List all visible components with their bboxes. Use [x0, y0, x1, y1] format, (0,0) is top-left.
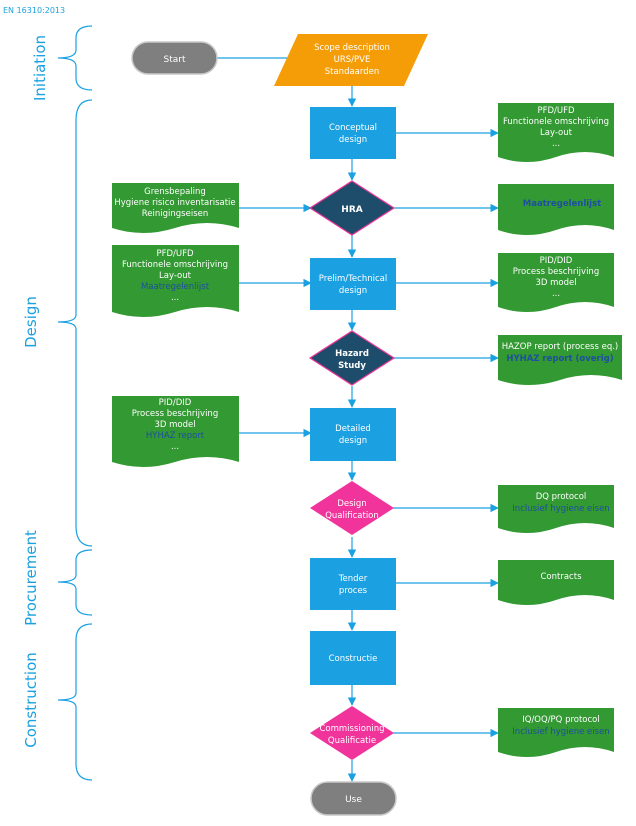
start-terminator: [131, 41, 218, 75]
doc-hra-in-1: Grensbepaling: [144, 187, 206, 197]
doc-conceptual-out: [498, 103, 614, 162]
doc-comm-out-1: IQ/OQ/PQ protocol: [522, 715, 600, 725]
tender-box: [310, 558, 396, 610]
dq-line-2: Qualification: [325, 511, 379, 521]
prelim-design-box: [310, 258, 396, 310]
doc-prelim-in-4: Maatregelenlijst: [141, 282, 210, 292]
detailed-design-box: [310, 408, 396, 461]
standard-label: EN 16310:2013: [3, 6, 65, 15]
detailed-line-2: design: [339, 436, 367, 446]
doc-conceptual-out-4: ...: [552, 139, 560, 149]
prelim-line-1: Prelim/Technical: [319, 274, 387, 284]
commissioning-decision: [310, 706, 394, 760]
doc-dq-out: [498, 485, 614, 533]
doc-hra-out: [498, 184, 614, 235]
doc-detailed-in-1: PID/DID: [159, 398, 192, 408]
phase-construction: Construction: [22, 652, 40, 748]
doc-hazard-out: [498, 335, 622, 385]
constructie-box: [310, 631, 396, 685]
conceptual-design-box: [310, 107, 396, 159]
phase-procurement: Procurement: [22, 530, 40, 626]
dq-line-1: Design: [337, 499, 366, 509]
doc-comm-out-2: Inclusief hygiene eisen: [512, 727, 609, 737]
doc-hra-in-3: Reinigingseisen: [142, 209, 208, 219]
doc-prelim-out-4: ...: [552, 289, 560, 299]
scope-line-3: Standaarden: [325, 67, 380, 77]
doc-tender-out-text: Contracts: [541, 572, 583, 582]
prelim-line-2: design: [339, 286, 367, 296]
phase-initiation: Initiation: [31, 35, 49, 101]
doc-hazard-out-1: HAZOP report (process eq.): [502, 342, 619, 352]
doc-prelim-in-2: Functionele omschrijving: [122, 260, 228, 270]
doc-detailed-in-4: HYHAZ report: [146, 431, 205, 441]
start-label: Start: [164, 55, 186, 65]
scope-io-shape: [274, 34, 428, 86]
phase-design: Design: [22, 296, 40, 348]
doc-prelim-out: [498, 253, 614, 312]
doc-detailed-in-3: 3D model: [154, 420, 195, 430]
scope-line-2: URS/PVE: [334, 55, 371, 65]
doc-hra-in-2: Hygiene risico inventarisatie: [114, 198, 235, 208]
doc-prelim-out-2: Process beschrijving: [513, 267, 599, 277]
doc-hra-in: [112, 183, 239, 233]
doc-prelim-out-1: PID/DID: [540, 256, 573, 266]
constructie-label: Constructie: [329, 654, 378, 664]
detailed-line-1: Detailed: [335, 424, 371, 434]
hra-decision: [308, 180, 396, 236]
brace-procurement: [57, 549, 93, 616]
doc-prelim-in: [112, 245, 239, 317]
hra-label: HRA: [341, 205, 362, 215]
commissioning-line-2: Qualificatie: [328, 736, 376, 746]
hazard-study-decision: [308, 330, 396, 386]
use-label: Use: [345, 795, 362, 805]
doc-prelim-in-1: PFD/UFD: [156, 249, 194, 259]
doc-conceptual-out-1: PFD/UFD: [537, 106, 575, 116]
conceptual-line-2: design: [339, 135, 367, 145]
doc-dq-out-2: Inclusief hygiene eisen: [512, 504, 609, 514]
doc-prelim-in-5: ...: [171, 293, 179, 303]
doc-prelim-in-3: Lay-out: [159, 271, 192, 281]
doc-conceptual-out-3: Lay-out: [540, 128, 573, 138]
scope-line-1: Scope description: [314, 43, 390, 53]
tender-line-2: proces: [339, 586, 368, 596]
conceptual-line-1: Conceptual: [329, 123, 377, 133]
hazard-line-1: Hazard: [335, 349, 369, 359]
doc-conceptual-out-2: Functionele omschrijving: [503, 117, 609, 127]
doc-hazard-out-2: HYHAZ report (overig): [506, 354, 613, 364]
brace-design: [57, 99, 93, 547]
doc-detailed-in-5: ...: [171, 442, 179, 452]
doc-tender-out: [498, 560, 614, 605]
brace-construction: [57, 623, 93, 781]
dq-decision: [310, 481, 394, 535]
hazard-line-2: Study: [338, 361, 366, 371]
doc-comm-out: [498, 708, 614, 757]
commissioning-line-1: Commissioning: [319, 724, 384, 734]
doc-dq-out-1: DQ protocol: [536, 492, 587, 502]
brace-initiation: [57, 25, 93, 91]
doc-hra-out-text: Maatregelenlijst: [523, 199, 601, 209]
doc-detailed-in-2: Process beschrijving: [132, 409, 218, 419]
doc-detailed-in: [112, 396, 239, 467]
use-terminator: [310, 781, 397, 816]
tender-line-1: Tender: [338, 574, 368, 584]
doc-prelim-out-3: 3D model: [535, 278, 576, 288]
